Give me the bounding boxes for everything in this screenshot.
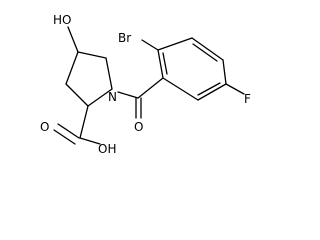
bond-ar1-ar2-inner bbox=[162, 52, 168, 75]
bond-ar4-ar5 bbox=[222, 59, 227, 85]
structure-canvas: HO N Br F O O OH bbox=[40, 13, 251, 156]
bond-c5-n bbox=[105, 57, 113, 90]
bond-ar2-br bbox=[141, 39, 159, 51]
atom-label-hydroxyl: HO bbox=[53, 13, 71, 27]
molecule-structure: HO N Br F O O OH bbox=[40, 13, 251, 156]
atom-label-carbonyl-oxygen: O bbox=[134, 120, 143, 134]
bond-ar2-ar3 bbox=[157, 37, 193, 51]
atom-label-nitrogen: N bbox=[108, 90, 117, 104]
bond-ar6-ar1 bbox=[162, 77, 199, 101]
bond-ar3-ar4 bbox=[191, 37, 224, 61]
bond-n-cco bbox=[117, 91, 139, 99]
atom-label-fluorine: F bbox=[244, 92, 251, 106]
atom-label-bromine: Br bbox=[118, 31, 131, 45]
bond-ccooh-oh bbox=[79, 137, 101, 145]
bond-ar3-ar4-inner bbox=[192, 43, 218, 62]
bond-ar5-ar6-inner bbox=[197, 82, 221, 96]
bond-c2-c3 bbox=[65, 83, 89, 107]
bond-cco-aryl bbox=[137, 77, 164, 99]
bond-ar1-ar2 bbox=[157, 49, 164, 79]
bond-c3-c4 bbox=[65, 51, 79, 85]
bond-ccooh-o-double-a bbox=[57, 123, 80, 139]
bond-c2-ccooh bbox=[79, 105, 89, 139]
bond-n-c2 bbox=[87, 88, 113, 107]
atom-label-acid-hydroxyl: OH bbox=[98, 142, 116, 156]
bond-c4-o bbox=[67, 26, 79, 53]
bond-ar5-f bbox=[225, 83, 245, 95]
atom-label-acid-oxygen: O bbox=[40, 120, 49, 134]
bond-ccooh-o-double-b bbox=[53, 129, 76, 145]
bond-c4-c5 bbox=[77, 51, 107, 59]
bond-ar5-ar6 bbox=[197, 83, 227, 101]
